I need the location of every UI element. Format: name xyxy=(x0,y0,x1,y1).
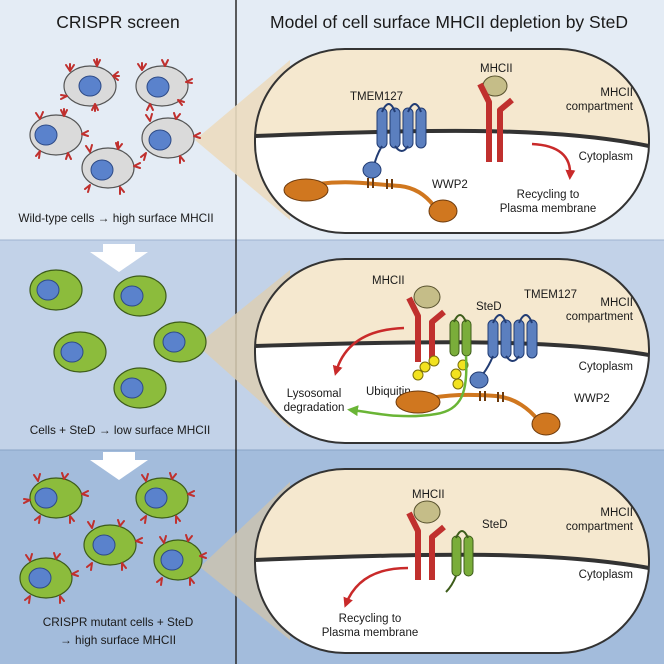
down-arrow-1 xyxy=(90,244,148,272)
recycling-label-2: Plasma membrane xyxy=(500,203,597,215)
caption-sted-cells: Cells + SteD → low surface MHCII xyxy=(30,423,211,437)
wwp2-protein xyxy=(283,178,458,223)
green-cell xyxy=(153,321,207,363)
mhcii-protein xyxy=(477,75,514,162)
wwp2-protein xyxy=(395,390,561,436)
wwp2-label: WWP2 xyxy=(432,179,468,191)
mutant-cells xyxy=(19,472,207,604)
compartment-label-2: compartment xyxy=(566,101,634,113)
mhcii-protein xyxy=(406,500,446,580)
compartment-label-2: compartment xyxy=(566,521,634,533)
cytoplasm-label: Cytoplasm xyxy=(579,569,633,581)
sted-pathway-arrow xyxy=(347,355,468,418)
cytoplasm-label: Cytoplasm xyxy=(579,151,633,163)
mhcii-label: MHCII xyxy=(372,275,405,287)
caption-mutant-line-2: → high surface MHCII xyxy=(60,633,176,647)
tmem127-protein xyxy=(469,314,538,389)
panel-1-compartment xyxy=(255,49,649,146)
tmem127-label: TMEM127 xyxy=(524,289,577,301)
recycling-label-2: Plasma membrane xyxy=(322,627,419,639)
ubiquitin-chain xyxy=(412,355,469,390)
left-panel-title: CRISPR screen xyxy=(56,12,180,32)
ubiquitin-label: Ubiquitin xyxy=(366,386,411,398)
compartment-label-2: compartment xyxy=(566,311,634,323)
caption-mutant-line-1: CRISPR mutant cells + SteD xyxy=(43,615,193,629)
green-cell xyxy=(23,472,89,524)
green-cell xyxy=(153,534,207,586)
green-cell xyxy=(29,269,83,311)
sted-cells xyxy=(29,269,207,409)
green-cell xyxy=(83,519,143,571)
panel-2-compartment xyxy=(255,259,649,355)
panel-3-compartment xyxy=(255,469,649,568)
tmem127-label: TMEM127 xyxy=(350,91,403,103)
tmem127-protein xyxy=(362,103,427,179)
panel-3-membrane xyxy=(255,552,649,570)
sted-label: SteD xyxy=(476,301,502,313)
sted-label: SteD xyxy=(482,519,508,531)
recycling-label-1: Recycling to xyxy=(339,613,402,625)
green-cell xyxy=(19,552,79,604)
recycling-arrow xyxy=(531,142,576,180)
green-cell xyxy=(53,331,107,373)
recycling-label-1: Recycling to xyxy=(517,189,580,201)
wild-type-cells xyxy=(29,58,201,195)
right-panel-title: Model of cell surface MHCII depletion by… xyxy=(270,12,628,32)
recycling-arrow xyxy=(343,566,409,608)
lysosomal-label-2: degradation xyxy=(284,402,345,414)
sted-protein xyxy=(445,530,474,593)
model-panel-2: MHCII SteD TMEM127 MHCII compartment Cyt… xyxy=(254,258,650,444)
down-arrow-2 xyxy=(90,452,148,480)
caption-wild-type: Wild-type cells → high surface MHCII xyxy=(18,211,213,225)
green-cell xyxy=(113,367,167,409)
model-panel-1: TMEM127 MHCII MHCII compartment Cytoplas… xyxy=(254,48,650,234)
cytoplasm-label: Cytoplasm xyxy=(579,361,633,373)
green-cell xyxy=(135,472,195,524)
degradation-arrow xyxy=(332,326,405,376)
gray-cell xyxy=(29,108,89,160)
gray-cell xyxy=(140,112,201,164)
wwp2-label: WWP2 xyxy=(574,393,610,405)
gray-cell xyxy=(81,141,141,195)
compartment-label-1: MHCII xyxy=(600,297,633,309)
gray-cell xyxy=(135,59,193,111)
mhcii-label: MHCII xyxy=(412,489,445,501)
mhcii-label: MHCII xyxy=(480,63,513,75)
compartment-label-1: MHCII xyxy=(600,87,633,99)
green-cell xyxy=(113,275,167,317)
mhcii-protein xyxy=(406,285,446,362)
model-panel-3: MHCII SteD MHCII compartment Cytoplasm R… xyxy=(254,468,650,654)
compartment-label-1: MHCII xyxy=(600,507,633,519)
lysosomal-label-1: Lysosomal xyxy=(287,388,342,400)
gray-cell xyxy=(60,58,120,112)
